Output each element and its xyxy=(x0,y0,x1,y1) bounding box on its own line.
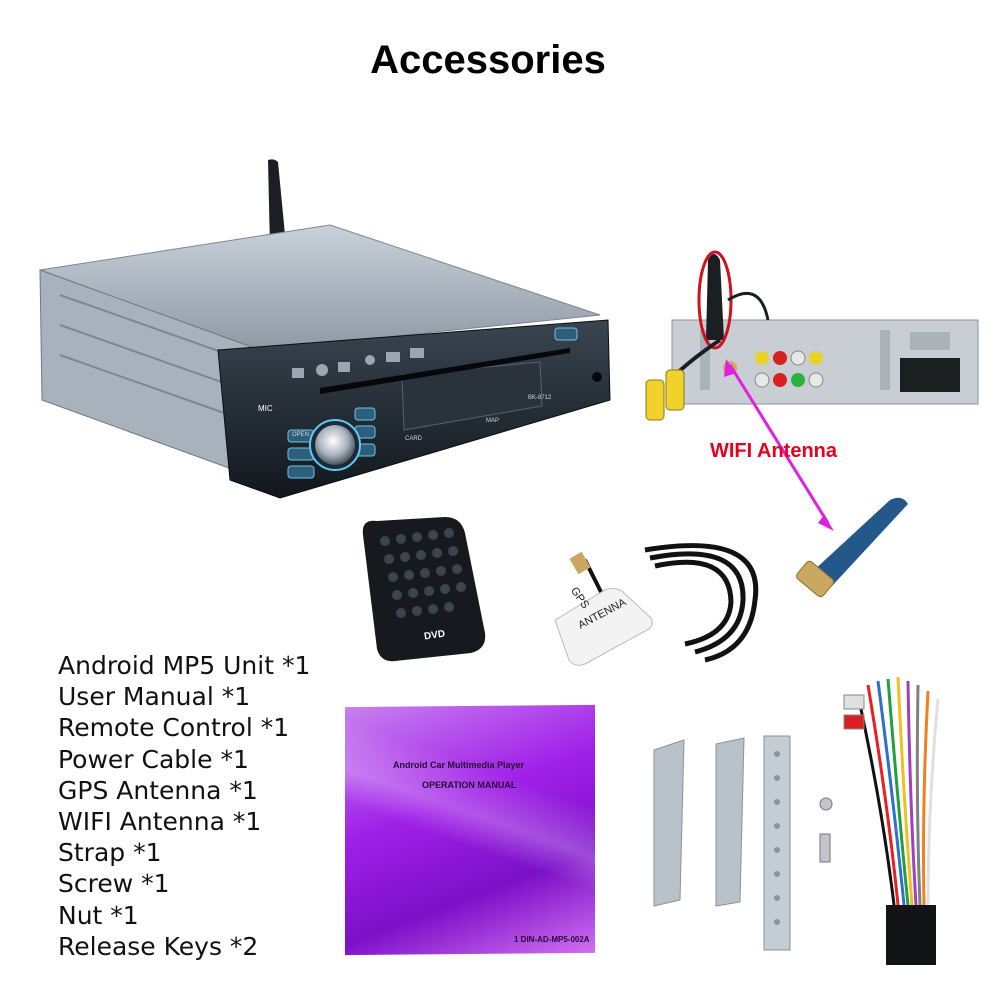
list-item: User Manual *1 xyxy=(58,682,251,712)
list-item: Release Keys *2 xyxy=(58,931,259,961)
unit-mic-label: MIC xyxy=(258,404,273,413)
list-item: Strap *1 xyxy=(58,838,162,868)
unit-card-label: CARD xyxy=(405,436,423,442)
list-item: Nut *1 xyxy=(58,900,139,930)
manual-code: 1 DIN-AD-MP5-002A xyxy=(514,935,590,944)
list-item: Power Cable *1 xyxy=(58,744,249,774)
release-keys-strap-image xyxy=(653,735,833,951)
list-item: Screw *1 xyxy=(58,869,170,899)
head-unit-image xyxy=(39,159,611,499)
list-item: WIFI Antenna *1 xyxy=(58,807,262,837)
manual-subtitle: OPERATION MANUAL xyxy=(422,780,517,790)
list-item: Android MP5 Unit *1 xyxy=(58,651,311,680)
unit-map-label: MAP xyxy=(486,418,500,424)
list-item: GPS Antenna *1 xyxy=(58,775,258,805)
user-manual-image xyxy=(345,704,595,956)
unit-open-label: OPEN xyxy=(292,432,310,438)
gps-antenna-image xyxy=(554,543,759,666)
accessories-list: Android MP5 Unit *1 User Manual *1 Remot… xyxy=(58,650,310,962)
list-item: Remote Control *1 xyxy=(58,713,290,743)
power-cable-image xyxy=(843,676,940,965)
unit-model-label: BK-8712 xyxy=(528,395,552,401)
manual-title: Android Car Multimedia Player xyxy=(393,760,525,770)
wifi-antenna-label: WIFI Antenna xyxy=(710,440,838,462)
rear-panel-image xyxy=(645,250,979,421)
wifi-antenna-image xyxy=(796,497,908,598)
pointer-arrow xyxy=(724,359,834,531)
remote-control-image xyxy=(362,517,486,662)
page-title: Accessories xyxy=(370,38,606,82)
